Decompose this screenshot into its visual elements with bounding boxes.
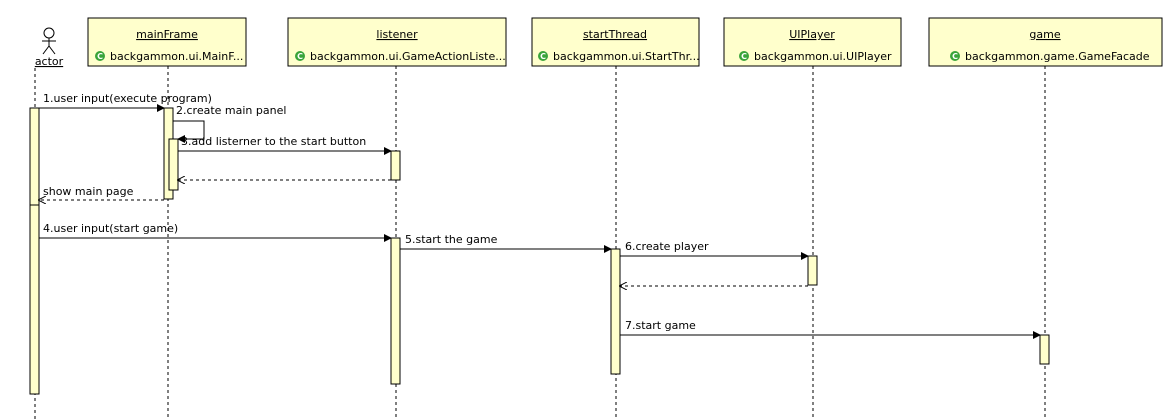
message-label: 6.create player	[625, 240, 709, 253]
message-label: show main page	[43, 185, 134, 198]
actor-label: actor	[35, 55, 64, 68]
message-7[interactable]: 7.start game	[620, 319, 1041, 339]
actor-figure-icon	[42, 27, 56, 55]
class-c-icon: C	[295, 51, 305, 61]
message-3[interactable]: 3.add listerner to the start button	[178, 135, 392, 155]
participant-mainFrame[interactable]: mainFrame C backgammon.ui.MainF...	[87, 17, 247, 67]
svg-text:C: C	[540, 52, 546, 61]
participant-name: mainFrame	[136, 28, 198, 41]
activation-listener-1	[390, 150, 401, 181]
class-c-icon: C	[538, 51, 548, 61]
participant-type: backgammon.game.GameFacade	[965, 50, 1150, 63]
activation-startThread	[610, 248, 621, 375]
participant-type: backgammon.ui.GameActionListe...	[310, 50, 506, 63]
participant-name: startThread	[583, 28, 647, 41]
participant-name: game	[1029, 28, 1060, 41]
svg-text:C: C	[297, 52, 303, 61]
message-label: 2.create main panel	[176, 104, 286, 117]
activation-listener-2	[390, 237, 401, 385]
class-c-icon: C	[95, 51, 105, 61]
message-label: 5.start the game	[405, 233, 498, 246]
svg-text:C: C	[741, 52, 747, 61]
message-6[interactable]: 6.create player	[620, 240, 809, 260]
participant-listener[interactable]: listener C backgammon.ui.GameActionListe…	[287, 17, 507, 67]
message-label: 4.user input(start game)	[43, 222, 178, 235]
activation-uiplayer	[807, 255, 818, 286]
activation-mainFrame-2	[168, 138, 179, 191]
participant-type: backgammon.ui.UIPlayer	[754, 50, 892, 63]
participant-type: backgammon.ui.MainF...	[110, 50, 243, 63]
svg-text:C: C	[952, 52, 958, 61]
message-label: 3.add listerner to the start button	[181, 135, 366, 148]
participant-uiplayer[interactable]: UIPlayer C backgammon.ui.UIPlayer	[723, 17, 902, 67]
participant-type: backgammon.ui.StartThr...	[553, 50, 700, 63]
message-label: 7.start game	[625, 319, 696, 332]
activation-game	[1039, 334, 1050, 365]
participant-name: listener	[376, 28, 418, 41]
participant-startThread[interactable]: startThread C backgammon.ui.StartThr...	[531, 17, 700, 67]
message-show-main-page[interactable]: show main page	[39, 185, 164, 200]
class-c-icon: C	[950, 51, 960, 61]
activation-actor-2	[29, 204, 40, 395]
message-label: 1.user input(execute program)	[43, 92, 212, 105]
message-1[interactable]: 1.user input(execute program)	[39, 92, 212, 112]
participant-name: UIPlayer	[789, 28, 835, 41]
actor: actor	[35, 27, 64, 68]
message-4[interactable]: 4.user input(start game)	[39, 222, 392, 242]
message-2[interactable]: 2.create main panel	[173, 104, 286, 143]
class-c-icon: C	[739, 51, 749, 61]
svg-text:C: C	[97, 52, 103, 61]
activation-actor-1	[29, 107, 40, 206]
participant-game[interactable]: game C backgammon.game.GameFacade	[928, 17, 1163, 67]
message-5[interactable]: 5.start the game	[400, 233, 612, 253]
